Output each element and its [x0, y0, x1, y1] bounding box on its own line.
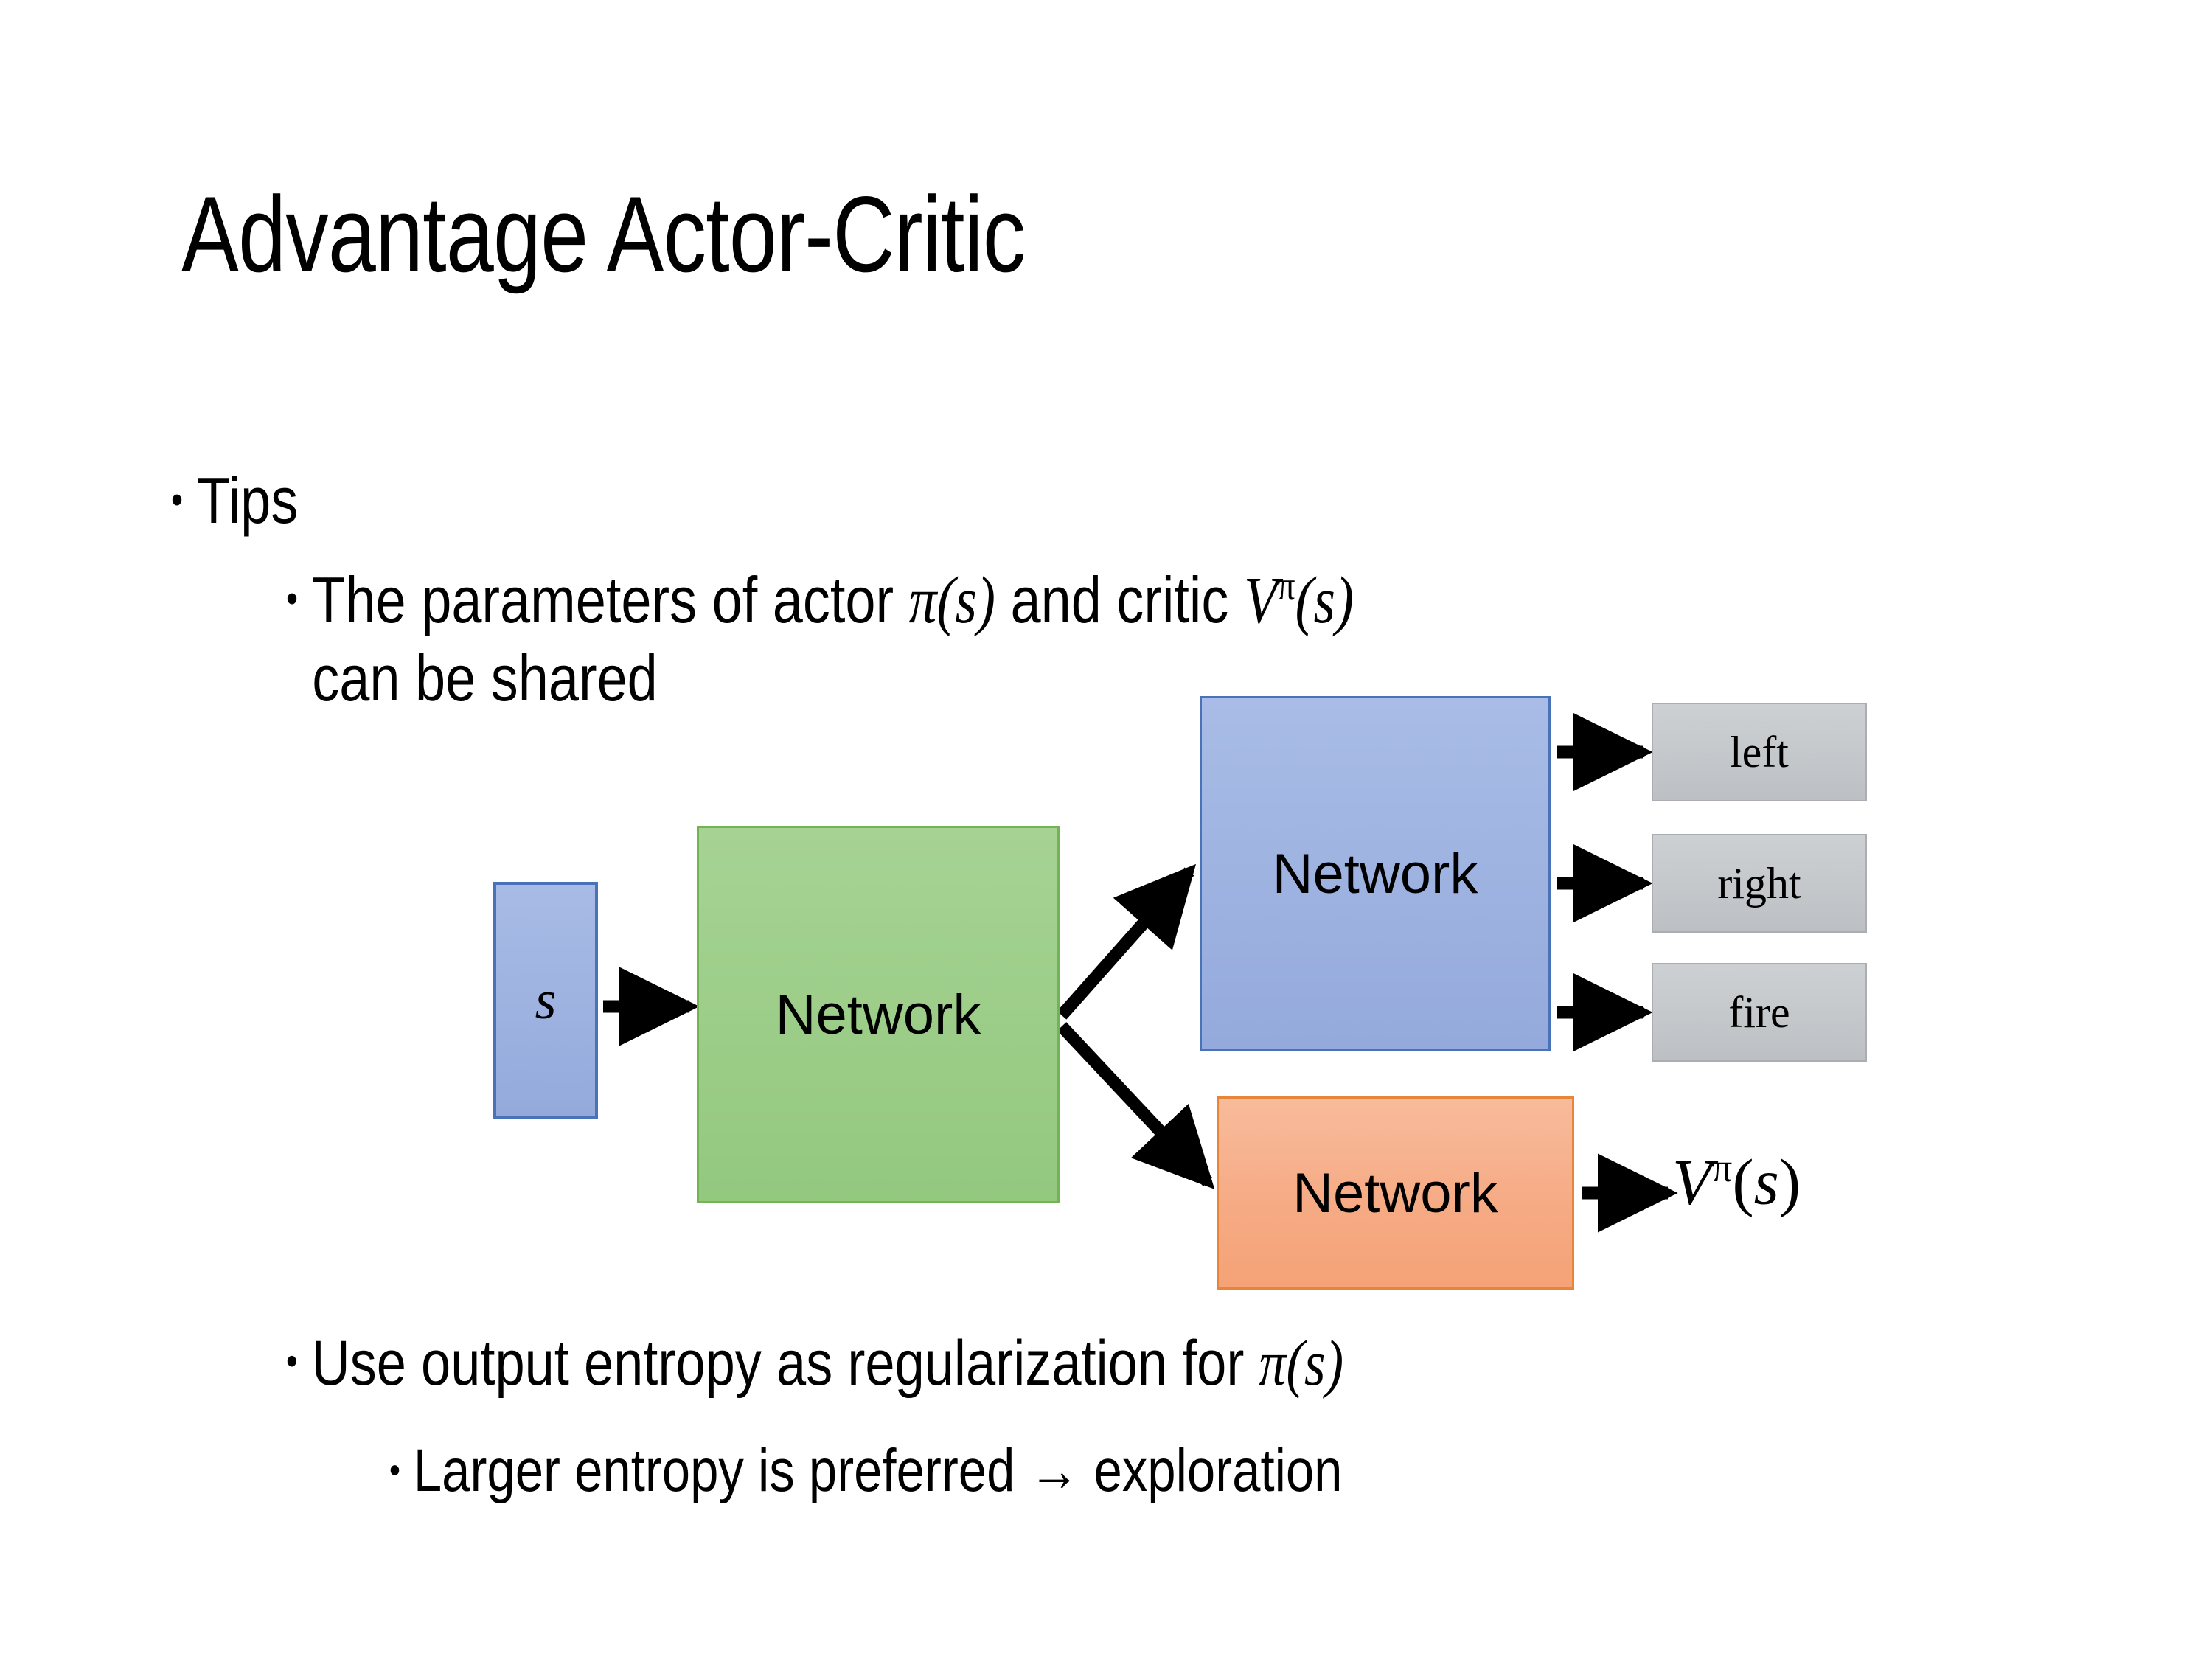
diagram-output-value-function: Vπ(s)	[1672, 1144, 1801, 1220]
diagram-node-shared-network: Network	[697, 826, 1060, 1203]
value-v-arg: (	[1732, 1147, 1754, 1219]
value-v-superscript: π	[1711, 1145, 1733, 1190]
v-arg: (s)	[1295, 564, 1354, 637]
diagram-output-right: right	[1652, 834, 1867, 933]
diagram-node-actor-network: Network	[1200, 696, 1551, 1051]
v-superscript: π	[1277, 563, 1295, 610]
diagram-output-fire: fire	[1652, 963, 1867, 1062]
value-v-arg-s: s	[1753, 1147, 1779, 1219]
input-state-label: s	[535, 970, 557, 1031]
bullet-tips: • Tips	[171, 463, 298, 538]
diagram-output-left: left	[1652, 703, 1867, 801]
bullet-larger-entropy: • Larger entropy is preferred → explorat…	[389, 1436, 1342, 1506]
bullet-marker-icon: •	[171, 476, 184, 522]
output-left-label: left	[1730, 727, 1789, 776]
bullet-larger-text: Larger entropy is preferred → exploratio…	[413, 1437, 1343, 1504]
value-v-arg-close: )	[1778, 1147, 1801, 1219]
bullet-parameters-text: The parameters of actor π(s) and critic …	[312, 562, 1354, 717]
shared-network-label: Network	[775, 983, 981, 1046]
diagram-node-input-state: s	[493, 882, 598, 1119]
bullet-marker-icon: •	[286, 1340, 298, 1384]
output-fire-label: fire	[1728, 987, 1790, 1037]
arrow-shared-to-critic	[1057, 1022, 1215, 1189]
arrow-shared-to-actor	[1057, 863, 1197, 1020]
pi-of-s-math: π(s)	[1259, 1327, 1344, 1399]
output-right-label: right	[1717, 858, 1801, 908]
bullet-entropy-regularization: • Use output entropy as regularization f…	[286, 1326, 1343, 1400]
value-v-symbol: V	[1672, 1147, 1712, 1219]
bullet-tips-text: Tips	[197, 464, 299, 537]
parameters-line2: can be shared	[312, 641, 658, 714]
parameters-text-before-pi: The parameters of actor	[312, 563, 909, 636]
entropy-text-before-pi: Use output entropy as regularization for	[311, 1328, 1259, 1399]
actor-network-label: Network	[1272, 842, 1478, 905]
bullet-marker-icon: •	[286, 575, 299, 621]
v-pi-math: Vπ(s)	[1243, 563, 1354, 637]
bullet-parameters-shared: • The parameters of actor π(s) and criti…	[286, 562, 2020, 717]
bullet-marker-icon: •	[389, 1449, 400, 1492]
slide-title: Advantage Actor-Critic	[181, 174, 1026, 294]
v-symbol: V	[1243, 564, 1278, 637]
diagram-node-critic-network: Network	[1217, 1096, 1574, 1290]
critic-network-label: Network	[1293, 1161, 1498, 1225]
pi-of-s-math: π(s)	[908, 564, 995, 637]
bullet-entropy-text: Use output entropy as regularization for…	[311, 1326, 1343, 1400]
parameters-text-mid: and critic	[995, 563, 1244, 636]
